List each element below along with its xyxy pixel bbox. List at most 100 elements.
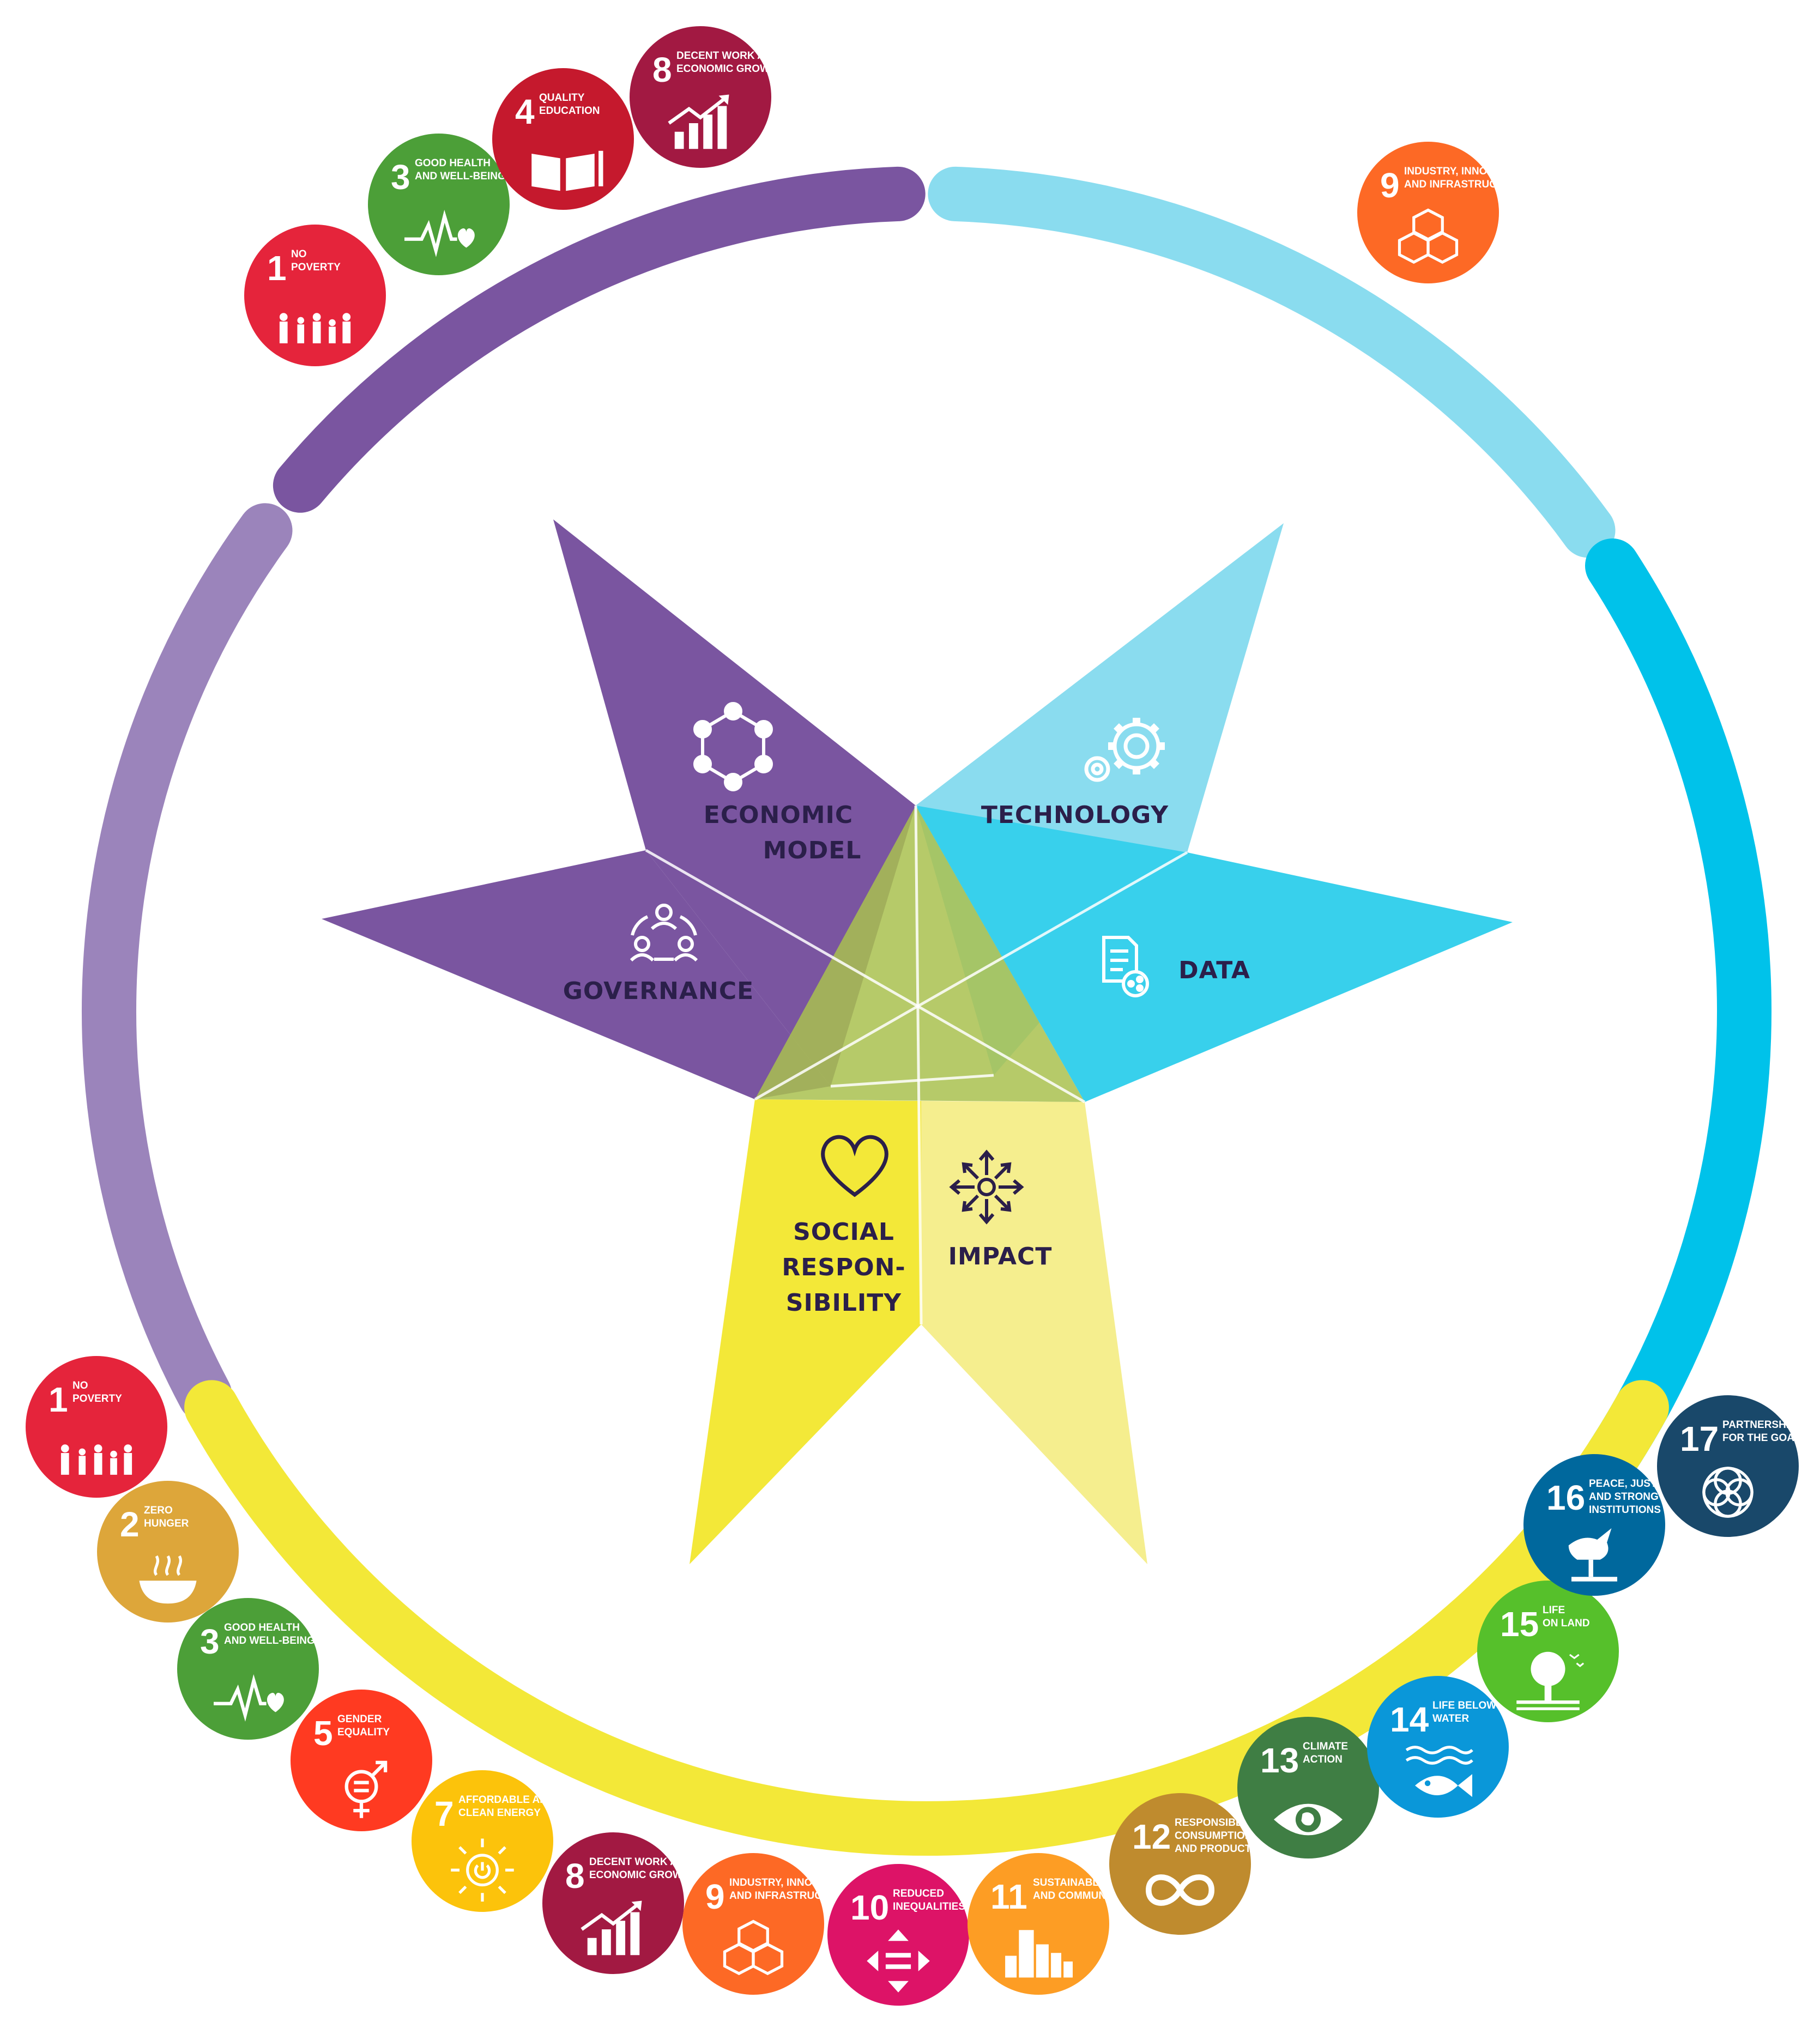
dove-icon: [1568, 1528, 1617, 1582]
sdg-number: 5: [313, 1714, 333, 1753]
sdg-number: 15: [1500, 1605, 1539, 1644]
sdg-9-icon: 9 INDUSTRY, INNOVATION AND INFRASTRUCTURE: [1357, 142, 1525, 283]
outer-ring: [82, 166, 1772, 1856]
pillar-label-economic-model: ECONOMIC: [704, 801, 853, 829]
star-divider: [754, 851, 1188, 1101]
sdg-number: 10: [850, 1888, 889, 1927]
sdg-title-line: ON LAND: [1543, 1618, 1590, 1629]
ring-arc-blue-light: [928, 166, 1616, 558]
sdg-title-line: AND STRONG: [1589, 1491, 1659, 1503]
city-icon: [1005, 1930, 1073, 1978]
sdg-number: 2: [120, 1505, 140, 1544]
sun-power-icon: [451, 1838, 514, 1902]
growth-chart-icon: [668, 94, 729, 149]
sdg-title-line: AND COMMUNITIES: [1033, 1890, 1132, 1902]
sdg-title-line: ECONOMIC GROWTH: [589, 1869, 696, 1881]
heartbeat-icon: [214, 1674, 284, 1722]
sdg-number: 3: [200, 1622, 220, 1661]
sdg-title-line: CONSUMPTION: [1175, 1830, 1253, 1842]
star-divider: [914, 805, 923, 1325]
pillar-label-social-responsibility: SOCIAL: [793, 1218, 894, 1246]
sdg-title-line: WATER: [1432, 1713, 1469, 1724]
star: [322, 519, 1513, 1564]
sdg-number: 1: [267, 249, 287, 288]
sdg-circle: [244, 225, 386, 366]
ring-arc-purple-dark: [273, 166, 926, 513]
sdg-circle: [1237, 1717, 1379, 1859]
sdg-circle: [1477, 1581, 1619, 1722]
heartbeat-icon: [404, 209, 475, 257]
bowl-icon: [139, 1555, 197, 1604]
petal-economic-model: [553, 519, 916, 1086]
ring-arc-purple-light: [82, 503, 293, 1422]
fish-icon: [1405, 1746, 1473, 1797]
people-connection-icon: [630, 904, 698, 962]
family-icon: [61, 1444, 132, 1475]
equality-arrows-icon: [867, 1929, 930, 1993]
sdg-title-line: AND PRODUCTION: [1175, 1843, 1269, 1855]
sdg-title-line: INDUSTRY, INNOVATION: [729, 1877, 850, 1888]
sdg-2-icon: 2 ZERO HUNGER: [97, 1481, 239, 1623]
sdg-title-line: INSTITUTIONS: [1589, 1504, 1661, 1516]
sdg-circle: [630, 26, 771, 168]
sdg-title-line: ZERO: [144, 1505, 173, 1516]
sdg-title-line: INEQUALITIES: [893, 1901, 965, 1912]
sdg-circle: [291, 1690, 432, 1831]
sdg-title-line: HUNGER: [144, 1518, 189, 1529]
sdg-group-top-right: 9 INDUSTRY, INNOVATION AND INFRASTRUCTURE: [1357, 142, 1525, 283]
sdg-title-line: INDUSTRY, INNOVATION: [1404, 166, 1525, 177]
sdg-title-line: AND INFRASTRUCTURE: [1404, 179, 1525, 190]
pillar-label-social-responsibility-2: RESPON-: [782, 1254, 905, 1281]
sdg-number: 7: [434, 1794, 454, 1833]
star-divider: [830, 1074, 994, 1088]
sdg-title-line: ACTION: [1303, 1754, 1343, 1765]
sdg-title-line: GOOD HEALTH: [224, 1622, 300, 1633]
sdg-number: 8: [565, 1856, 585, 1896]
sdg-circle: [1367, 1676, 1509, 1818]
sdg-title-line: REDUCED: [893, 1888, 944, 1899]
cubes-icon: [723, 1920, 784, 1976]
sdg-title-line: LIFE BELOW: [1432, 1700, 1496, 1711]
sdg-number: 9: [705, 1877, 725, 1916]
sdg-title-line: AND INFRASTRUCTURE: [729, 1890, 850, 1902]
sdg-title-line: CLIMATE: [1303, 1741, 1348, 1752]
sdg-3-icon: 3 GOOD HEALTH AND WELL-BEING: [177, 1598, 319, 1740]
sdg-title-line: AND WELL-BEING: [415, 171, 506, 182]
sdg-circle: [492, 68, 634, 210]
sdg-circle: [542, 1832, 684, 1974]
pillar-label-technology: TECHNOLOGY: [981, 801, 1169, 829]
sdg-title-line: PARTNERSHIPS: [1722, 1419, 1803, 1431]
sdg-circle: [968, 1853, 1109, 1995]
sdg-title-line: POVERTY: [72, 1393, 122, 1405]
sdg-title-line: AND WELL-BEING: [224, 1635, 315, 1646]
arrows-out-icon: [949, 1149, 1024, 1225]
sdg-circle: [1657, 1395, 1799, 1537]
sdg-title-line: EDUCATION: [539, 105, 600, 117]
ring-arc-yellow: [184, 1380, 1669, 1856]
sdg-title-line: NO: [72, 1380, 88, 1391]
sdg-title-line: RESPONSIBLE: [1175, 1817, 1249, 1829]
pillar-label-data: DATA: [1178, 957, 1250, 984]
family-icon: [279, 313, 351, 343]
sdg-number: 9: [1380, 166, 1400, 205]
sdg-number: 3: [391, 158, 410, 197]
sdg-title-line: NO: [291, 249, 307, 260]
sdg-title-line: AFFORDABLE AND: [458, 1794, 555, 1806]
sdg-circle: [1109, 1793, 1251, 1935]
sdg-number: 12: [1132, 1817, 1171, 1856]
sdg-title-line: DECENT WORK AND: [676, 50, 779, 62]
sdg-circle: [368, 134, 510, 275]
sdg-title-line: QUALITY: [539, 92, 585, 104]
